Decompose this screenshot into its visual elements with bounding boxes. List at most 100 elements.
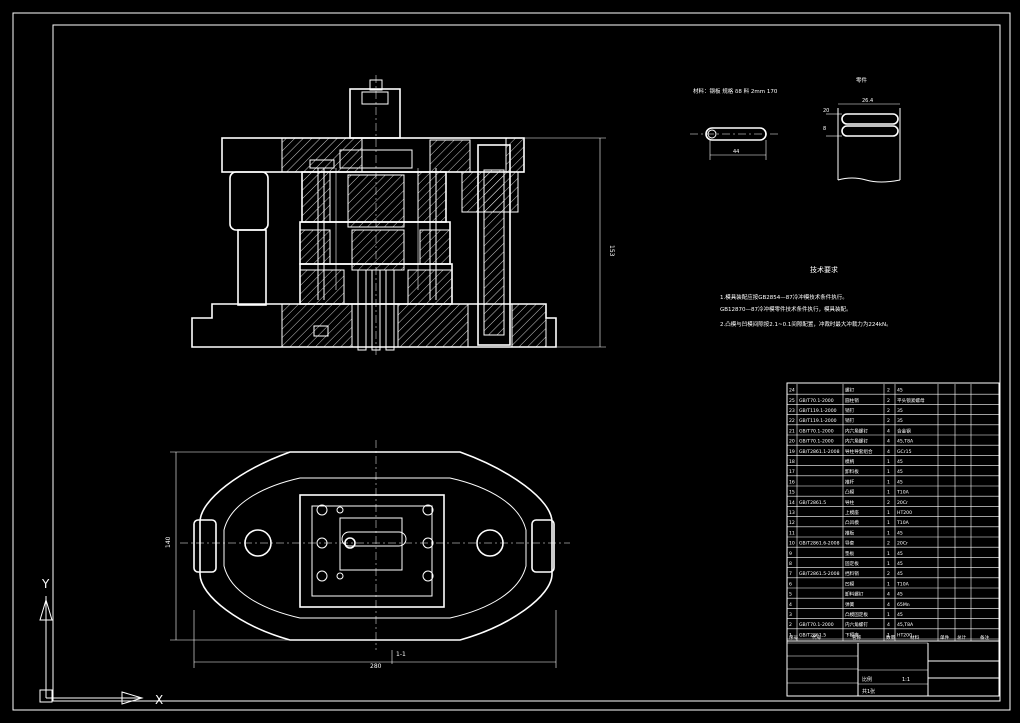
scale-value: 1:1 xyxy=(902,677,910,683)
bom-row-number: 16 xyxy=(789,479,795,485)
bom-row-number: 15 xyxy=(789,490,795,496)
bom-row-code: GB/T70.1-2000 xyxy=(799,428,834,434)
bom-row-name: 卸料螺钉 xyxy=(845,591,864,598)
bom-row-code: GB/T119.1-2000 xyxy=(799,418,837,424)
bom-row-material: 45,T8A xyxy=(897,622,914,628)
bom-row-name: 凸模固定板 xyxy=(845,611,868,618)
bom-row-number: 21 xyxy=(789,428,795,434)
bom-row-qty: 4 xyxy=(887,449,890,455)
bom-row-name: 螺钉 xyxy=(845,387,855,394)
tech-item-2: GB12870—87冷冲模零件技术条件执行，模具装配。 xyxy=(720,305,852,313)
bom-row-number: 7 xyxy=(789,571,792,577)
bom-row-qty: 1 xyxy=(887,551,890,557)
bom-row-material: 20Cr xyxy=(897,541,908,547)
top-height-dimension: 140 xyxy=(165,536,172,548)
bom-row-number: 12 xyxy=(789,520,795,526)
front-section-view: 153 xyxy=(191,75,615,355)
bom-row-name: 凸凹模 xyxy=(845,519,859,526)
bom-row-qty: 2 xyxy=(887,418,890,424)
bom-row-name: 内六角螺钉 xyxy=(845,438,868,445)
bom-row-number: 11 xyxy=(789,530,795,536)
bom-row-name: 固定板 xyxy=(845,560,859,567)
bom-row-name: 上模座 xyxy=(845,509,859,516)
bom-row-name: 导套 xyxy=(845,540,855,547)
bom-header-cell: 名称 xyxy=(852,634,862,641)
bom-row-number: 4 xyxy=(789,602,792,608)
bom-row-qty: 4 xyxy=(887,439,890,445)
sheet-count: 共1张 xyxy=(862,688,875,695)
bom-row-qty: 4 xyxy=(887,428,890,434)
bom-row-name: 卸料板 xyxy=(845,468,859,475)
bom-header-cell: 总计 xyxy=(957,634,967,641)
tech-item-1: 1.模具装配应按GB2854—87冷冲模技术条件执行。 xyxy=(720,293,848,301)
bom-row-name: 销钉 xyxy=(845,417,855,424)
scale-label: 比例 xyxy=(862,676,872,683)
bom-row-material: 45 xyxy=(897,388,903,394)
bom-row-code: GB/T70.1-2000 xyxy=(799,622,834,628)
bom-row-qty: 1 xyxy=(887,490,890,496)
bom-row-qty: 1 xyxy=(887,530,890,536)
bom-row-name: 凹模 xyxy=(845,580,855,587)
bom-row-number: 3 xyxy=(789,612,792,618)
bom-row-material: 平头锁紧螺母 xyxy=(897,397,925,404)
bom-row-material: 65Mn xyxy=(897,602,910,608)
bom-row-qty: 1 xyxy=(887,459,890,465)
bom-row-name: 销钉 xyxy=(845,407,855,414)
section-mark: 1-1 xyxy=(396,651,406,658)
top-width-dimension: 280 xyxy=(370,663,382,670)
bom-row-qty: 1 xyxy=(887,561,890,567)
sheet-border xyxy=(12,12,1011,711)
bom-row-name: 下模座 xyxy=(845,631,859,638)
bom-row-material: 35 xyxy=(897,408,903,414)
bom-row-material: 45 xyxy=(897,479,903,485)
bom-header-cell: 单件 xyxy=(940,634,950,641)
bom-row-qty: 2 xyxy=(887,398,890,404)
bom-row-code: GB/T2861.1-2008 xyxy=(799,449,840,455)
bom-row-material: 45,T8A xyxy=(897,439,914,445)
strip-heading: 材料：钢板 规格 δ8 料 2mm 170 xyxy=(693,87,778,95)
bom-row-material: 45 xyxy=(897,459,903,465)
bom-row-qty: 1 xyxy=(887,469,890,475)
bom-row-number: 24 xyxy=(789,388,795,394)
front-height-dimension: 153 xyxy=(608,245,615,257)
bom-row-material: T10A xyxy=(896,581,910,587)
bom-row-name: 内六角螺钉 xyxy=(845,427,868,434)
bom-row-number: 13 xyxy=(789,510,795,516)
bom-row-material: T10A xyxy=(896,520,910,526)
bom-row-number: 22 xyxy=(789,418,795,424)
bom-row-material: 45 xyxy=(897,571,903,577)
bom-row-qty: 1 xyxy=(887,510,890,516)
bom-row-number: 5 xyxy=(789,592,792,598)
bom-row-number: 9 xyxy=(789,551,792,557)
bom-row-material: 20Cr xyxy=(897,500,908,506)
bom-row-qty: 1 xyxy=(887,581,890,587)
ucs-y-label: Y xyxy=(41,577,50,591)
bom-row-code: GB/T2861.6-2008 xyxy=(799,541,840,547)
bom-row-qty: 1 xyxy=(887,479,890,485)
bom-row-code: GB/T2861.5 xyxy=(799,500,826,506)
bom-row-code: GB/T70.1-2000 xyxy=(799,398,834,404)
bom-row-material: 45 xyxy=(897,551,903,557)
technical-requirements: 技术要求 1.模具装配应按GB2854—87冷冲模技术条件执行。 GB12870… xyxy=(720,265,892,328)
bom-row-name: 内六角螺钉 xyxy=(845,621,868,628)
bom-row-number: 25 xyxy=(789,398,795,404)
bom-row-material: 45 xyxy=(897,469,903,475)
bom-row-material: HT200 xyxy=(897,510,912,516)
bom-header-cell: 备注 xyxy=(980,634,990,641)
bom-row-number: 10 xyxy=(789,541,795,547)
bom-header-cell: 代号 xyxy=(812,634,822,641)
bom-row-qty: 4 xyxy=(887,602,890,608)
bom-row-name: 弹簧 xyxy=(845,601,855,608)
strip-small-dim: 20 xyxy=(823,108,829,114)
ucs-x-label: X xyxy=(155,693,163,707)
bom-row-name: 导柱 xyxy=(845,499,855,506)
bom-header-cell: 序号 xyxy=(789,634,799,641)
tech-item-3: 2.凸模与凹模间隙按2.1~0.1间隙配置，冲裁时最大冲裁力为224kN。 xyxy=(720,320,892,328)
bom-row-number: 20 xyxy=(789,439,795,445)
bom-row-number: 8 xyxy=(789,561,792,567)
top-plan-view: 140 280 1-1 xyxy=(165,440,570,670)
bom-row-name: 挡料销 xyxy=(845,570,859,577)
bom-row-material: 45 xyxy=(897,592,903,598)
